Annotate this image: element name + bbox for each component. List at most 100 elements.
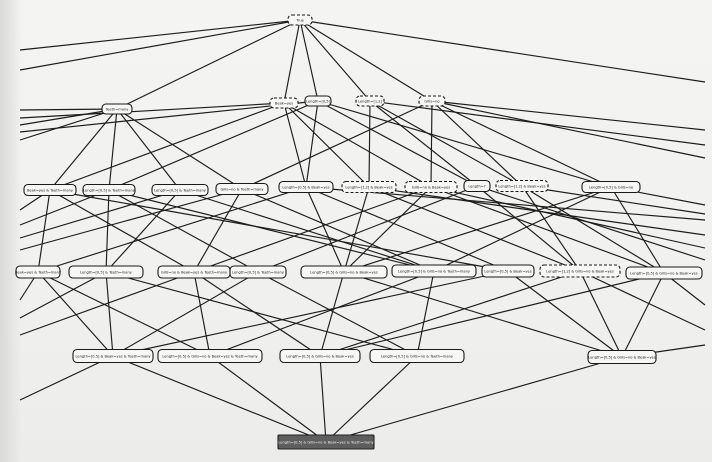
edge-l1d-l2i bbox=[369, 100, 523, 187]
node-label: Length=[0,5] bbox=[306, 99, 331, 103]
edge-l2j-l3f bbox=[433, 186, 612, 272]
edge-l2j-l3i bbox=[610, 186, 665, 274]
node-box bbox=[355, 95, 385, 107]
edge-l2b-l3b bbox=[105, 189, 110, 273]
edge-l3e-l4e bbox=[343, 271, 623, 358]
edge-l2e-l3e bbox=[305, 186, 345, 273]
edge-l3d-l4d bbox=[257, 271, 418, 357]
edge-group bbox=[37, 19, 665, 443]
edge-l1e-l2j bbox=[431, 100, 612, 188]
node-box bbox=[278, 180, 334, 194]
lattice-node-l2e: Length=[0,5] & Beak=yes bbox=[278, 180, 334, 194]
offpage-edge-l1e-8 bbox=[431, 100, 706, 131]
edge-l1b-l2a bbox=[49, 102, 285, 191]
offpage-edge-l4a-26 bbox=[19, 355, 114, 401]
edge-l3d-l4a bbox=[112, 271, 259, 357]
offpage-edge-l1a-5 bbox=[19, 108, 118, 141]
node-box bbox=[341, 180, 397, 194]
edge-l1e-l2d bbox=[241, 100, 433, 190]
edge-top-l1d bbox=[299, 19, 371, 102]
lattice-node-bottom: Length=[0,5] & Gills=no & Beak=yes & Tee… bbox=[277, 434, 375, 450]
node-box bbox=[229, 265, 287, 279]
node-box bbox=[369, 348, 465, 364]
lattice-node-l3c: Gills=no & Beak=yes & Teeth=many bbox=[157, 265, 231, 279]
node-box bbox=[418, 95, 446, 107]
edge-l1d-l2h bbox=[369, 100, 478, 187]
edge-top-l1c bbox=[299, 19, 319, 102]
node-box bbox=[391, 264, 477, 278]
node-box bbox=[157, 348, 263, 364]
edge-l1c-l2e bbox=[305, 100, 319, 188]
node-label: Length=[0,5] & Gills=no & Beak=yes & Tee… bbox=[278, 440, 374, 444]
edge-l3h-l4e bbox=[579, 270, 623, 358]
edge-l3g-l4e bbox=[507, 270, 623, 358]
lattice-node-l2g: Gills=no & Beak=yes bbox=[404, 180, 458, 194]
node-label: Length=[0,5] & Teeth=many bbox=[232, 270, 285, 274]
lattice-node-l3a: Beak=yes & Teeth=many bbox=[15, 265, 62, 279]
edge-l3f-l4b bbox=[209, 270, 435, 357]
node-box bbox=[269, 97, 299, 109]
edge-l2c-l3f bbox=[179, 189, 435, 272]
lattice-node-l2i: Length=[1,2] & Beak=yes bbox=[495, 179, 549, 193]
node-label: Length=[0,5] & Gills=no & Beak=yes & Tee… bbox=[162, 354, 258, 358]
node-label: Beak=yes & Teeth=many bbox=[15, 270, 62, 274]
node-label: Teeth=many bbox=[105, 107, 130, 111]
offpage-edge-l3c-23 bbox=[19, 271, 195, 336]
node-label: Length=[0,5] & Gills=no & Teeth=many bbox=[381, 354, 454, 358]
node-box bbox=[463, 179, 491, 193]
node-label: Beak=yes & Teeth=many bbox=[27, 188, 74, 192]
node-box bbox=[481, 264, 535, 278]
edge-l2c-l3b bbox=[105, 189, 181, 273]
edge-l2f-l3h bbox=[368, 186, 581, 272]
lattice-node-l4b: Length=[0,5] & Gills=no & Beak=yes & Tee… bbox=[157, 348, 263, 364]
node-label: Length=[1,2] bbox=[358, 99, 383, 103]
offpage-edge-l3b-22 bbox=[19, 271, 107, 319]
edge-l3i-l4e bbox=[621, 272, 665, 358]
page-edge-shadow bbox=[0, 0, 22, 462]
node-label: Length=[0,5] & Teeth=many bbox=[154, 188, 207, 192]
lattice-node-l3b: Length=[0,5] & Teeth=many bbox=[68, 265, 144, 279]
node-label: Length=[0,5] & Gills=no bbox=[589, 185, 633, 189]
node-box bbox=[404, 180, 458, 194]
lattice-node-l2f: Length=[1,2] & Beak=yes bbox=[341, 180, 397, 194]
node-box bbox=[287, 14, 313, 26]
edge-l4a-bottom bbox=[112, 355, 327, 443]
edge-l2f-l3e bbox=[343, 186, 370, 273]
edge-l3i-l4c bbox=[319, 272, 665, 357]
lattice-node-l2b: Length=[0,5] & Teeth=many bbox=[82, 183, 136, 197]
node-label: Length=[0,5] & Gills=no & Beak=yes bbox=[310, 270, 378, 274]
node-label: Length=[1,2] & Beak=yes bbox=[345, 185, 392, 189]
node-box bbox=[300, 265, 388, 279]
node-label: Length=[0,5] & Gills=no & Beak=yes bbox=[588, 355, 656, 359]
lattice-node-l1d: Length=[1,2] bbox=[355, 95, 385, 107]
node-label: Gills=no & Teeth=many bbox=[220, 187, 264, 191]
edge-l2e-l3g bbox=[305, 186, 509, 272]
lattice-node-l2a: Beak=yes & Teeth=many bbox=[23, 183, 77, 197]
offpage-edge-l1b-6 bbox=[19, 102, 285, 119]
node-box bbox=[151, 183, 209, 197]
edge-l2a-l3a bbox=[37, 189, 51, 273]
node-label: Gills=no & Beak=yes & Teeth=many bbox=[161, 270, 228, 274]
edge-l1c-l2j bbox=[317, 100, 612, 188]
node-label: Length=[0,5] & Beak=yes & Teeth=many bbox=[75, 354, 151, 358]
lattice-node-l2c: Length=[0,5] & Teeth=many bbox=[151, 183, 209, 197]
edge-l1e-l2i bbox=[431, 100, 523, 187]
offpage-edge-l2g-17 bbox=[430, 186, 706, 249]
lattice-node-l2j: Length=[0,5] & Gills=no bbox=[581, 180, 641, 194]
edge-l1a-l2c bbox=[116, 108, 181, 191]
lattice-node-l3h: Length=[1,2] & Gills=no & Beak=yes bbox=[539, 264, 621, 278]
edge-l2h-l3d bbox=[257, 185, 478, 273]
edge-l2a-l3c bbox=[49, 189, 195, 273]
lattice-node-l3e: Length=[0,5] & Gills=no & Beak=yes bbox=[300, 265, 388, 279]
edge-l1a-l2b bbox=[108, 108, 118, 191]
node-box bbox=[581, 180, 641, 194]
lattice-node-l2h: Length=? bbox=[463, 179, 491, 193]
offpage-edge-group bbox=[19, 19, 706, 401]
node-label: Length=[0,5] & Beak=yes bbox=[484, 269, 531, 273]
edge-l4c-bottom bbox=[319, 355, 327, 443]
edge-l3a-l4b bbox=[37, 271, 211, 357]
edge-l2b-l3f bbox=[108, 189, 435, 272]
lattice-node-l3f: Length=[0,5] & Gills=no & Teeth=many bbox=[391, 264, 477, 278]
